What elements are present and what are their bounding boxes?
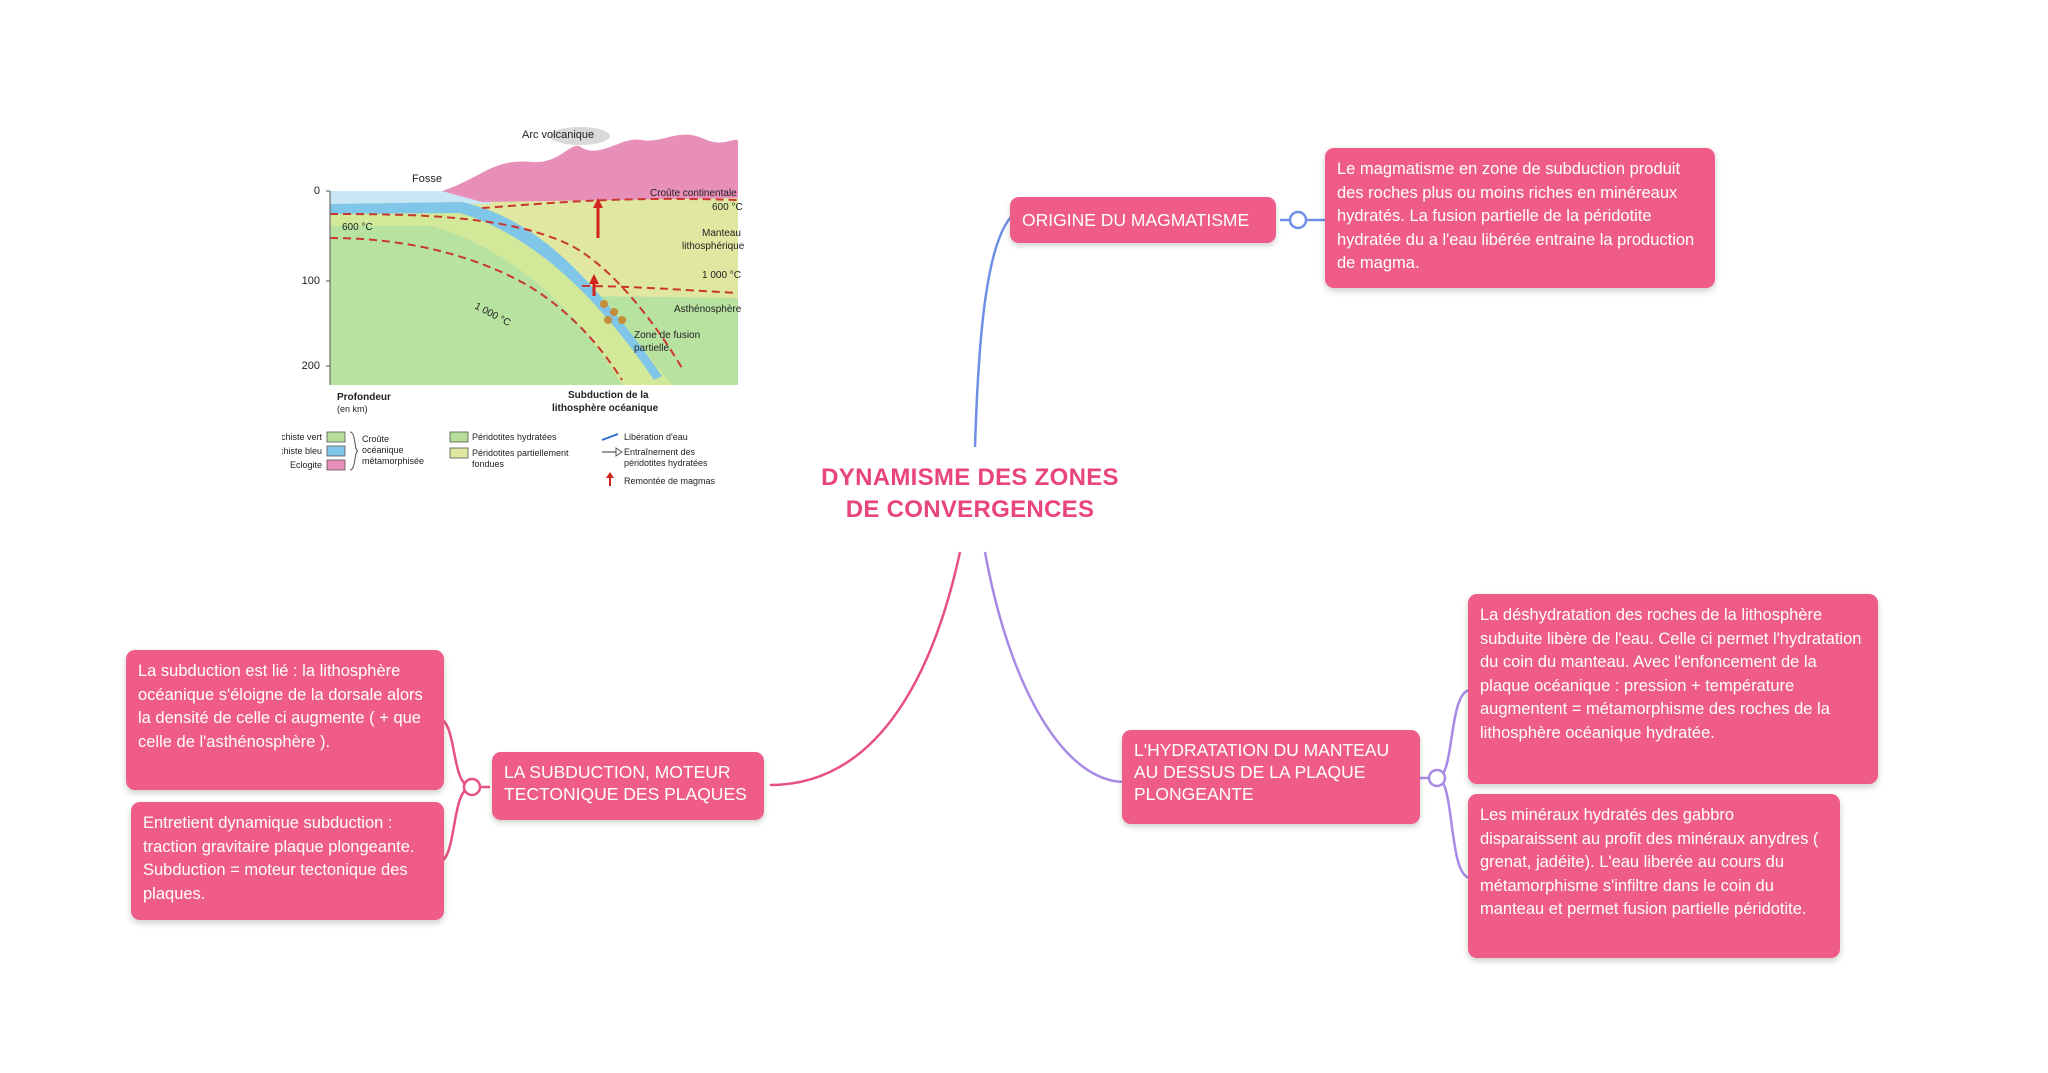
diagram-depth-0: 0: [314, 185, 320, 197]
subduction-diagram: 0 100 200 Arc volcanique Fosse Croûte co…: [273, 118, 752, 498]
leaf-text: Les minéraux hydratés des gabbro dispara…: [1480, 806, 1819, 918]
diagram-label-1000-right: 1 000 °C: [702, 270, 741, 281]
legend-eclogite: Eclogite: [290, 460, 322, 470]
central-topic[interactable]: DYNAMISME DES ZONES DE CONVERGENCES: [760, 462, 1180, 526]
legend-perid-fond2: fondues: [472, 459, 505, 469]
diagram-label-arc: Arc volcanique: [522, 129, 594, 141]
branch-label: LA SUBDUCTION, MOTEUR TECTONIQUE DES PLA…: [504, 762, 747, 804]
branch-subduction-moteur[interactable]: LA SUBDUCTION, MOTEUR TECTONIQUE DES PLA…: [492, 752, 764, 820]
leaf-text: Le magmatisme en zone de subduction prod…: [1337, 160, 1695, 272]
diagram-label-subduction2: lithosphère océanique: [552, 403, 659, 414]
connector-hydratation: [983, 551, 1126, 784]
diagram-label-asthenosphere: Asthénosphère: [674, 304, 742, 315]
branch-label: ORIGINE DU MAGMATISME: [1022, 210, 1250, 230]
legend-perid-fond1: Péridotites partiellement: [472, 448, 569, 458]
diagram-label-manteau1: Manteau: [702, 228, 741, 239]
legend-croute2: océanique: [362, 445, 404, 455]
diagram-label-subduction1: Subduction de la: [568, 390, 649, 401]
diagram-label-600-right: 600 °C: [712, 202, 743, 213]
legend-schiste-vert: Schiste vert: [282, 432, 322, 442]
legend-croute1: Croûte: [362, 434, 389, 444]
legend-croute3: métamorphisée: [362, 456, 424, 466]
branch-origine-magmatisme[interactable]: ORIGINE DU MAGMATISME: [1010, 197, 1276, 243]
connector-node-subduction[interactable]: [462, 777, 482, 797]
leaf-subduction-traction[interactable]: Entretient dynamique subduction : tracti…: [131, 802, 444, 920]
connector-node-magmatisme[interactable]: [1288, 210, 1308, 230]
central-topic-line1: DYNAMISME DES ZONES: [821, 464, 1119, 491]
diagram-legend: Schiste vert Schiste bleu Eclogite Croût…: [273, 431, 716, 486]
connector-node-hydratation[interactable]: [1427, 768, 1447, 788]
diagram-label-manteau2: lithosphérique: [682, 241, 745, 252]
leaf-hydratation-deshydratation[interactable]: La déshydratation des roches de la litho…: [1468, 594, 1878, 784]
leaf-subduction-densite[interactable]: La subduction est lié : la lithosphère o…: [126, 650, 444, 790]
legend-schiste-bleu: Schiste bleu: [282, 446, 322, 456]
leaf-magmatisme[interactable]: Le magmatisme en zone de subduction prod…: [1325, 148, 1715, 288]
diagram-label-fosse: Fosse: [412, 173, 442, 185]
branch-label: L'HYDRATATION DU MANTEAU AU DESSUS DE LA…: [1134, 740, 1390, 804]
diagram-label-fusion1: Zone de fusion: [634, 330, 700, 341]
branch-hydratation-manteau[interactable]: L'HYDRATATION DU MANTEAU AU DESSUS DE LA…: [1122, 730, 1420, 824]
diagram-label-profondeur1: Profondeur: [337, 392, 391, 403]
legend-remontee: Remontée de magmas: [624, 476, 716, 486]
legend-entr1: Entraînement des: [624, 447, 696, 457]
legend-perid-hyd: Péridotites hydratées: [472, 432, 557, 442]
connector-hydratation-leaves: [1420, 688, 1471, 880]
diagram-label-fusion2: partielle: [634, 343, 669, 354]
legend-lib-eau: Libération d'eau: [624, 432, 688, 442]
leaf-text: Entretient dynamique subduction : tracti…: [143, 814, 415, 903]
diagram-depth-100: 100: [302, 275, 320, 287]
diagram-depth-200: 200: [302, 360, 320, 372]
diagram-label-profondeur2: (en km): [337, 404, 368, 414]
diagram-label-croute: Croûte continentale: [650, 188, 737, 199]
connector-subduction: [769, 551, 962, 787]
central-topic-line2: DE CONVERGENCES: [845, 496, 1095, 523]
diagram-label-600-left: 600 °C: [342, 222, 373, 233]
leaf-hydratation-mineraux[interactable]: Les minéraux hydratés des gabbro dispara…: [1468, 794, 1840, 958]
leaf-text: La subduction est lié : la lithosphère o…: [138, 662, 423, 751]
leaf-text: La déshydratation des roches de la litho…: [1480, 606, 1862, 742]
connector-magmatisme: [973, 208, 1021, 448]
legend-entr2: péridotites hydratées: [624, 458, 708, 468]
